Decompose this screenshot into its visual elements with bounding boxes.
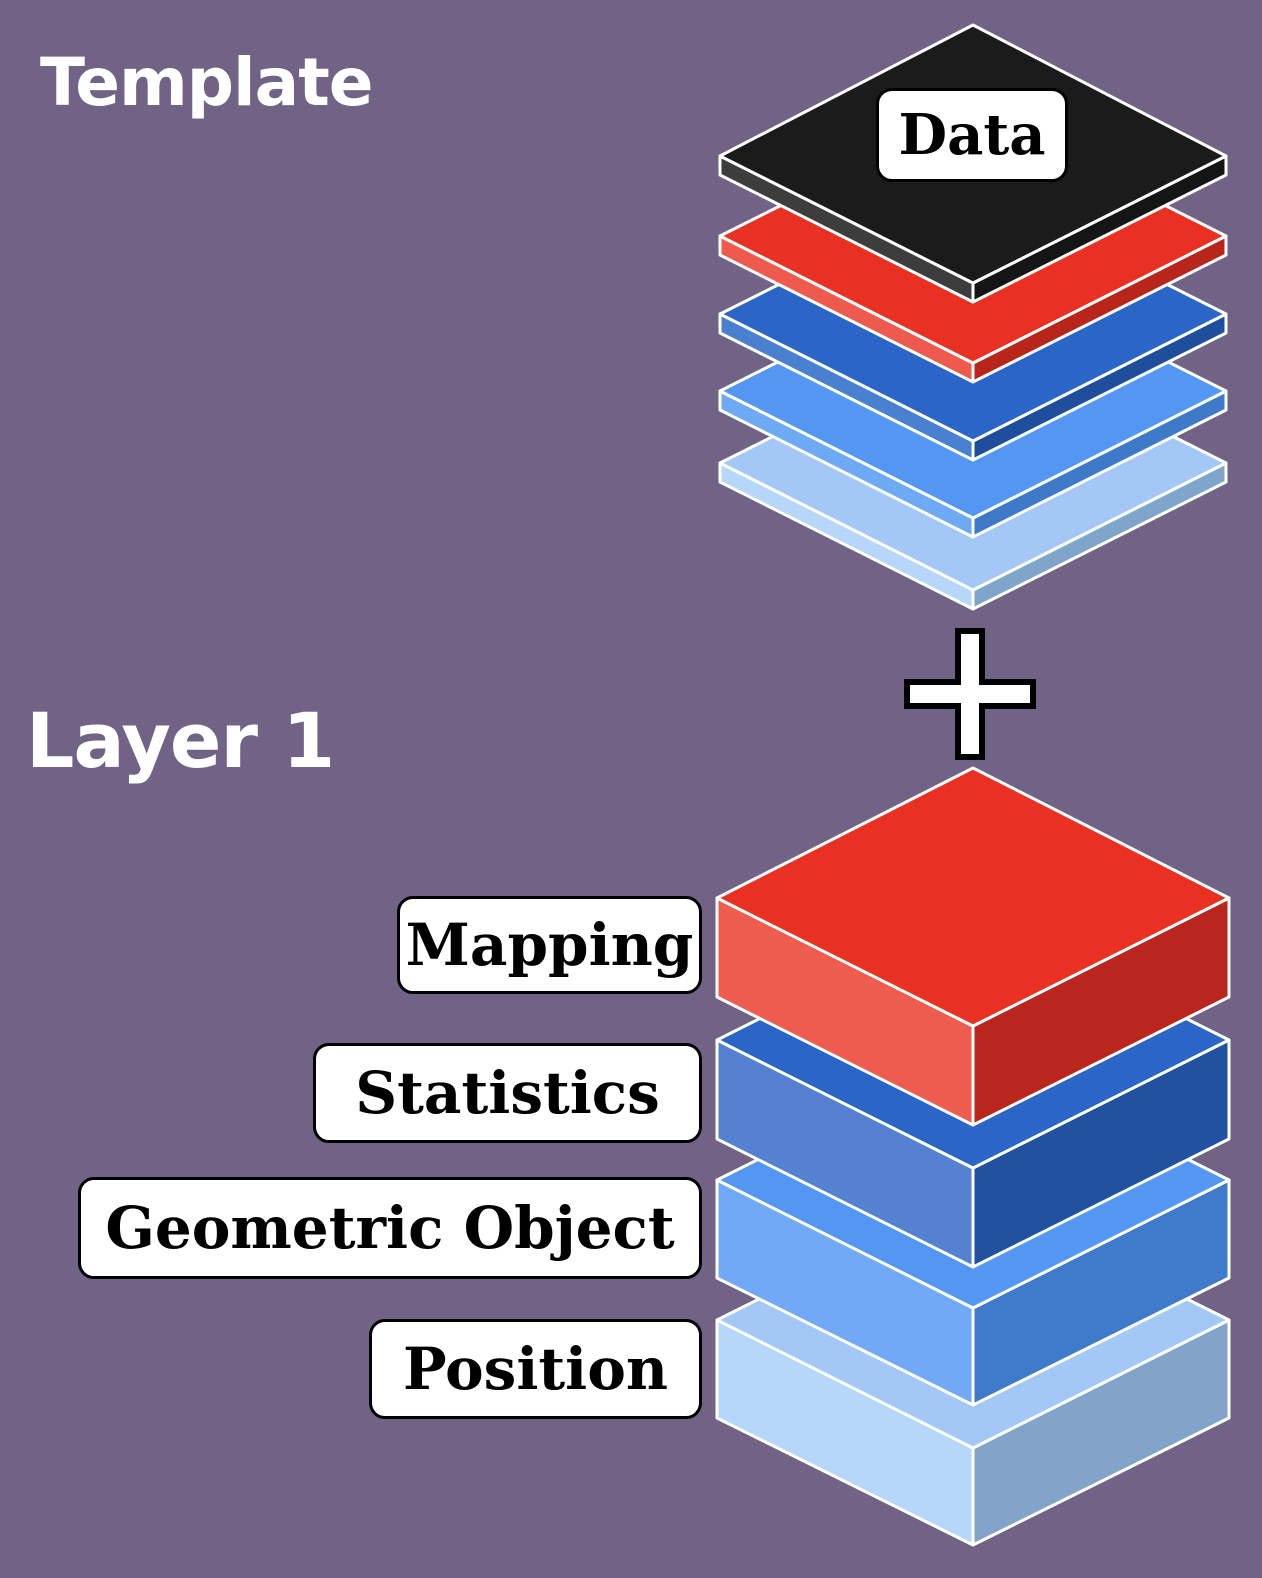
layer-block-mapping bbox=[715, 766, 1231, 1127]
template-stack bbox=[718, 23, 1228, 611]
geometric-object-label: Geometric Object bbox=[78, 1177, 702, 1279]
data-label: Data bbox=[876, 88, 1068, 182]
mapping-label: Mapping bbox=[397, 896, 702, 994]
layer-1-heading: Layer 1 bbox=[26, 696, 335, 785]
plus-icon bbox=[904, 628, 1036, 760]
template-heading: Template bbox=[40, 44, 374, 121]
position-label: Position bbox=[369, 1319, 702, 1419]
statistics-label: Statistics bbox=[313, 1043, 702, 1143]
layer-stack bbox=[715, 766, 1231, 1547]
